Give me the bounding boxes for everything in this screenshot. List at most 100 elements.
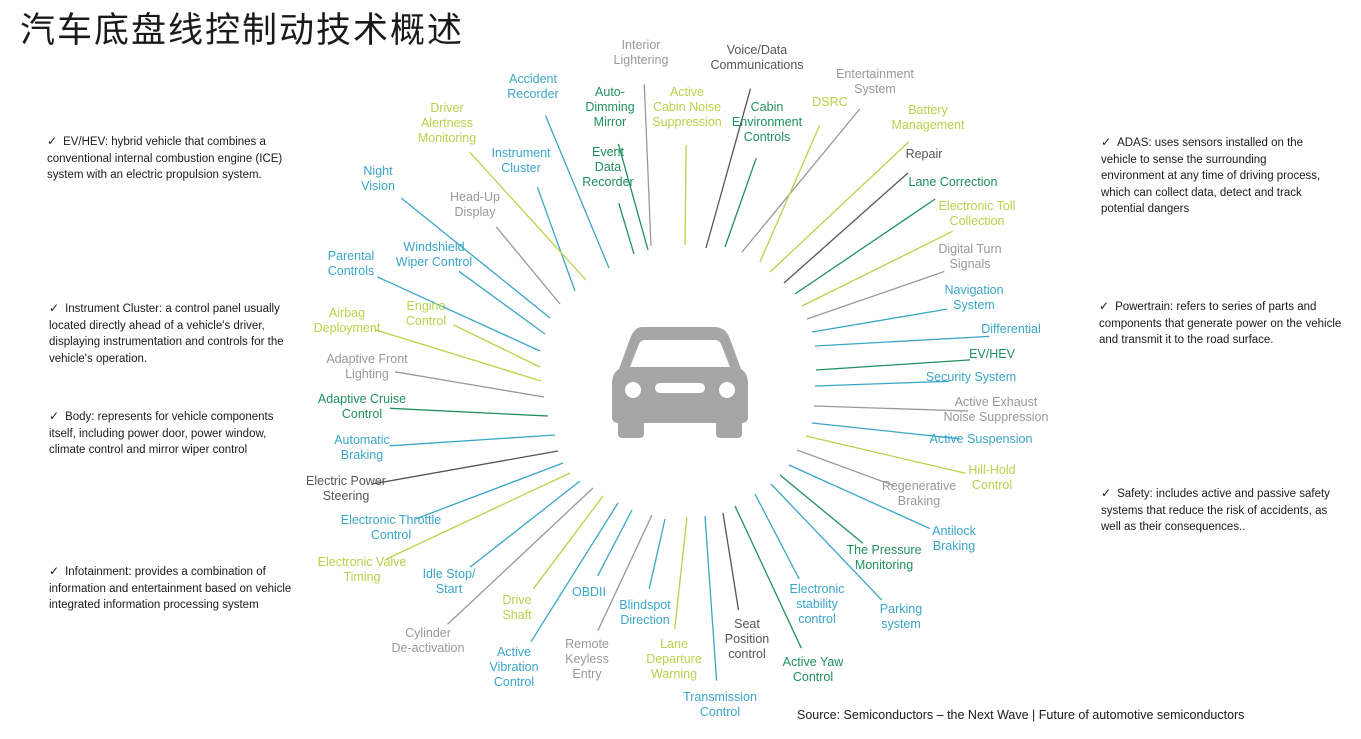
- spoke-active-yaw-control: [734, 505, 802, 649]
- source-caption: Source: Semiconductors – the Next Wave |…: [797, 708, 1245, 722]
- check-icon: ✓: [1099, 299, 1110, 313]
- note-body: ✓Body: represents for vehicle components…: [49, 408, 289, 459]
- car-windshield: [630, 340, 730, 367]
- spoke-security-system: [814, 380, 950, 387]
- note-text: Infotainment: provides a combination of …: [49, 566, 292, 611]
- spoke-lane-correction: [794, 198, 936, 295]
- spoke-interior-lightering: [643, 84, 652, 247]
- spoke-entertainment-system: [741, 108, 861, 253]
- spoke-auto-dimming-mirror: [617, 143, 649, 251]
- spoke-cylinder-de-activation: [447, 487, 594, 625]
- spoke-electronic-stability-control: [754, 493, 800, 580]
- system-label-lane-correction: Lane Correction: [909, 175, 998, 189]
- spoke-active-exhaust-noise-suppression: [813, 405, 969, 412]
- system-label-ev-hev: EV/HEV: [969, 347, 1016, 361]
- spoke-regenerative-braking: [796, 449, 894, 487]
- spoke-idle-stop-start: [469, 480, 581, 568]
- spoke-remote-keyless-entry: [597, 514, 653, 632]
- spoke-electronic-valve-timing: [385, 472, 571, 560]
- spoke-electronic-throttle-control: [415, 462, 564, 520]
- note-powertrain: ✓Powertrain: refers to series of parts a…: [1099, 298, 1349, 349]
- check-icon: ✓: [49, 301, 60, 315]
- spoke-instrument-cluster: [536, 186, 576, 292]
- spoke-engine-control: [452, 324, 541, 368]
- spoke-parental-controls: [377, 276, 541, 352]
- spoke-automatic-braking: [389, 434, 556, 447]
- spoke-the-pressure-monitoring: [779, 474, 864, 544]
- note-ev-hev: ✓EV/HEV: hybrid vehicle that combines a …: [47, 133, 292, 184]
- note-text: Powertrain: refers to series of parts an…: [1099, 301, 1342, 346]
- spoke-battery-management: [769, 141, 910, 273]
- car-wheel-left: [618, 420, 644, 438]
- check-icon: ✓: [49, 564, 60, 578]
- note-text: EV/HEV: hybrid vehicle that combines a c…: [47, 136, 283, 181]
- spoke-parking-system: [770, 483, 883, 601]
- note-text: ADAS: uses sensors installed on the vehi…: [1101, 137, 1321, 215]
- spoke-differential: [814, 335, 990, 347]
- system-label-repair: Repair: [906, 147, 943, 161]
- car-headlight-right: [719, 382, 735, 398]
- spoke-obdii: [597, 509, 633, 577]
- spoke-driver-alertness-monitoring: [469, 151, 587, 281]
- spoke-antilock-braking: [788, 464, 930, 530]
- spoke-head-up-display: [495, 226, 561, 305]
- spoke-hill-hold-control: [805, 435, 966, 474]
- spoke-dsrc: [759, 125, 821, 263]
- car-headlight-left: [625, 382, 641, 398]
- page-title: 汽车底盘线控制动技术概述: [20, 11, 465, 51]
- system-label-security-system: Security System: [926, 370, 1016, 384]
- spoke-electronic-toll-collection: [801, 230, 953, 307]
- system-label-dsrc: DSRC: [812, 95, 847, 109]
- note-text: Body: represents for vehicle components …: [49, 411, 274, 456]
- car-grille: [655, 383, 705, 393]
- spoke-blindspot-direction: [648, 518, 666, 589]
- note-adas: ✓ADAS: uses sensors installed on the veh…: [1101, 134, 1331, 218]
- spoke-ev-hev: [815, 359, 971, 371]
- spoke-adaptive-cruise-control: [389, 407, 549, 417]
- spoke-night-vision: [400, 197, 551, 319]
- spoke-drive-shaft: [532, 495, 604, 590]
- system-label-idle-stop-start: Idle Stop/Start: [423, 567, 476, 596]
- spoke-transmission-control: [704, 515, 718, 681]
- spoke-windshield-wiper-control: [458, 270, 546, 335]
- spoke-event-data-recorder: [618, 203, 635, 255]
- note-safety: ✓Safety: includes active and passive saf…: [1101, 485, 1336, 536]
- spoke-repair: [783, 172, 909, 284]
- spoke-adaptive-front-lighting: [394, 371, 545, 398]
- spoke-airbag-deployment: [374, 328, 542, 382]
